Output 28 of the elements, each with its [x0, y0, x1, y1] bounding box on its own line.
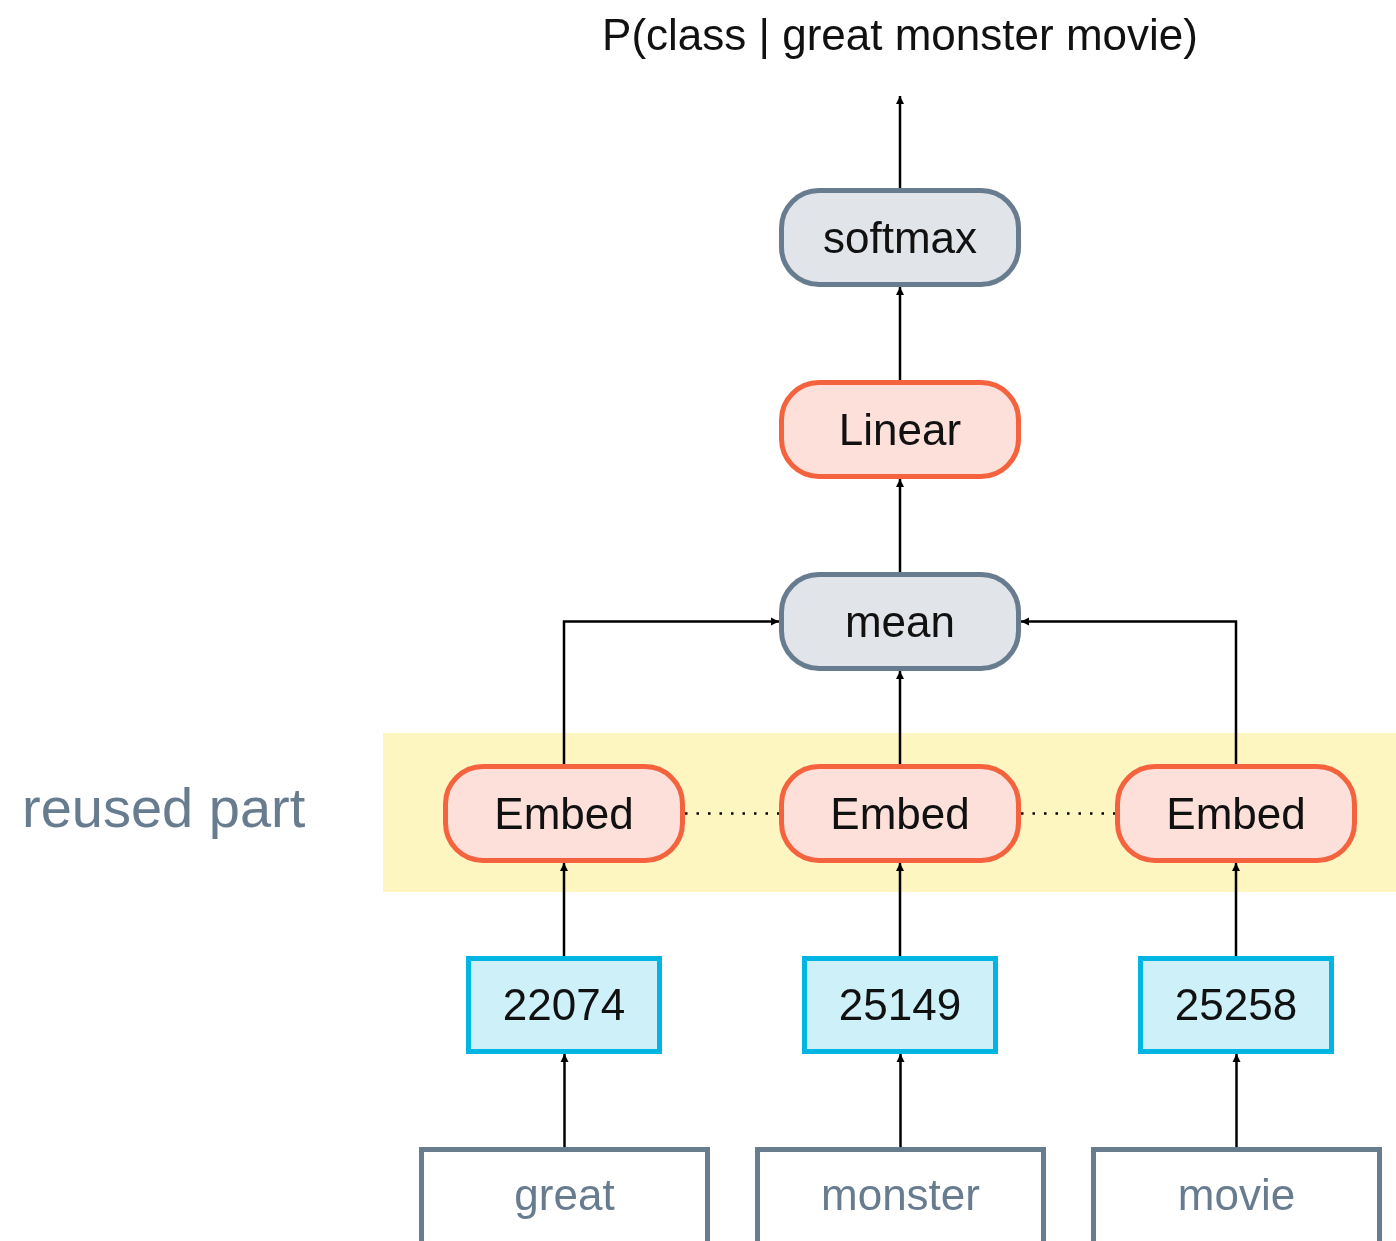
- rounded-box: softmax: [779, 188, 1021, 287]
- layer-box: Linear: [779, 380, 1021, 479]
- output-text: P(class | great monster movie): [560, 10, 1240, 96]
- layer-box: Embed: [779, 764, 1021, 863]
- token-id-box: 22074: [466, 956, 662, 1054]
- arrow: [896, 287, 904, 380]
- arrow: [1232, 1054, 1241, 1147]
- token-id-box: 25149: [802, 956, 998, 1054]
- arrow: [1021, 617, 1238, 764]
- word-box: movie: [1091, 1147, 1382, 1241]
- arrow: [1232, 863, 1240, 956]
- arrow: [896, 863, 904, 956]
- rounded-box: mean: [779, 572, 1021, 671]
- word-box: great: [419, 1147, 710, 1241]
- dotted-connector: [685, 812, 779, 815]
- layer-box: Embed: [1115, 764, 1357, 863]
- dotted-connector: [1021, 812, 1115, 815]
- arrow: [560, 863, 568, 956]
- arrow: [896, 671, 904, 764]
- band-label: reused part: [22, 775, 306, 840]
- arrow: [560, 1054, 569, 1147]
- layer-box: Embed: [443, 764, 685, 863]
- token-id-box: 25258: [1138, 956, 1334, 1054]
- arrow: [896, 1054, 905, 1147]
- arrow: [896, 96, 904, 188]
- word-box: monster: [755, 1147, 1046, 1241]
- arrow: [562, 617, 779, 764]
- arrow: [896, 479, 904, 572]
